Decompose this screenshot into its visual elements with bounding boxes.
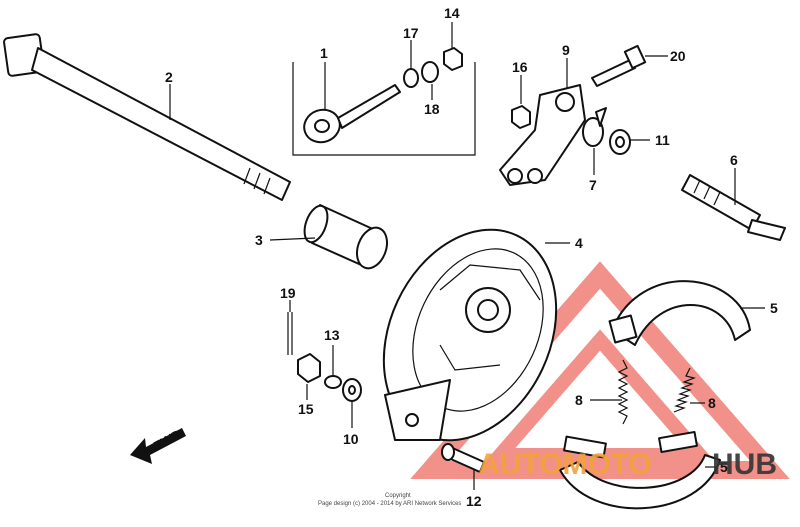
callout-15: 15 xyxy=(298,401,314,417)
nut-14 xyxy=(443,47,463,71)
callout-11: 11 xyxy=(655,132,670,148)
callout-14: 14 xyxy=(444,5,460,21)
spacer-collar xyxy=(303,204,388,270)
callout-17: 17 xyxy=(403,25,419,41)
axle-nut xyxy=(297,353,321,383)
brake-cam xyxy=(681,174,786,241)
callout-5a: 5 xyxy=(770,300,778,316)
nut-18 xyxy=(421,61,439,83)
callout-6: 6 xyxy=(730,152,738,168)
chain-adjuster-box xyxy=(292,62,476,156)
arm-bolt xyxy=(591,44,647,87)
callout-3: 3 xyxy=(255,232,263,248)
brake-arm xyxy=(499,84,586,186)
brake-panel xyxy=(382,228,558,442)
washer-13 xyxy=(324,375,342,389)
callout-1: 1 xyxy=(320,45,328,61)
callout-4: 4 xyxy=(575,235,583,251)
copyright-line-1: Copyright xyxy=(385,493,411,499)
washer-17 xyxy=(403,68,419,88)
callout-8a: 8 xyxy=(575,392,583,408)
wear-indicator xyxy=(582,107,607,147)
svg-text:FWD: FWD xyxy=(151,426,184,453)
callout-2: 2 xyxy=(165,69,173,85)
anchor-pin xyxy=(441,443,485,473)
washer-10 xyxy=(342,378,362,402)
washer-11 xyxy=(609,129,631,155)
callout-10: 10 xyxy=(343,431,359,447)
watermark-text: AUTOMOTO HUB xyxy=(478,448,777,481)
nut-16 xyxy=(511,105,531,129)
copyright-line-2: Page design (c) 2004 - 2014 by ARI Netwo… xyxy=(318,501,461,507)
callout-labels: 1 2 3 4 5 5 6 7 8 8 9 10 11 12 13 14 15 … xyxy=(165,5,778,509)
callout-19: 19 xyxy=(280,285,296,301)
brake-shoe-upper xyxy=(608,280,751,346)
chain-adjuster-bolt xyxy=(303,84,401,144)
brake-shoe-lower xyxy=(559,430,721,510)
callout-8b: 8 xyxy=(708,395,716,411)
copyright-notice: Copyright Page design (c) 2004 - 2014 by… xyxy=(318,493,461,507)
callout-16: 16 xyxy=(512,59,528,75)
fwd-arrow: FWD xyxy=(130,426,186,464)
callout-12: 12 xyxy=(466,493,482,509)
shoe-springs xyxy=(617,359,696,425)
callout-9: 9 xyxy=(562,42,570,58)
cotter-pin xyxy=(287,312,293,355)
leader-lines xyxy=(169,22,765,490)
watermark-word-hub: HUB xyxy=(712,448,777,481)
callout-5b: 5 xyxy=(720,459,728,475)
callout-7: 7 xyxy=(589,177,597,193)
callout-18: 18 xyxy=(424,101,440,117)
rear-axle xyxy=(3,33,291,201)
callout-20: 20 xyxy=(670,48,686,64)
callout-13: 13 xyxy=(324,327,340,343)
watermark-word-automoto: AUTOMOTO xyxy=(478,448,652,481)
